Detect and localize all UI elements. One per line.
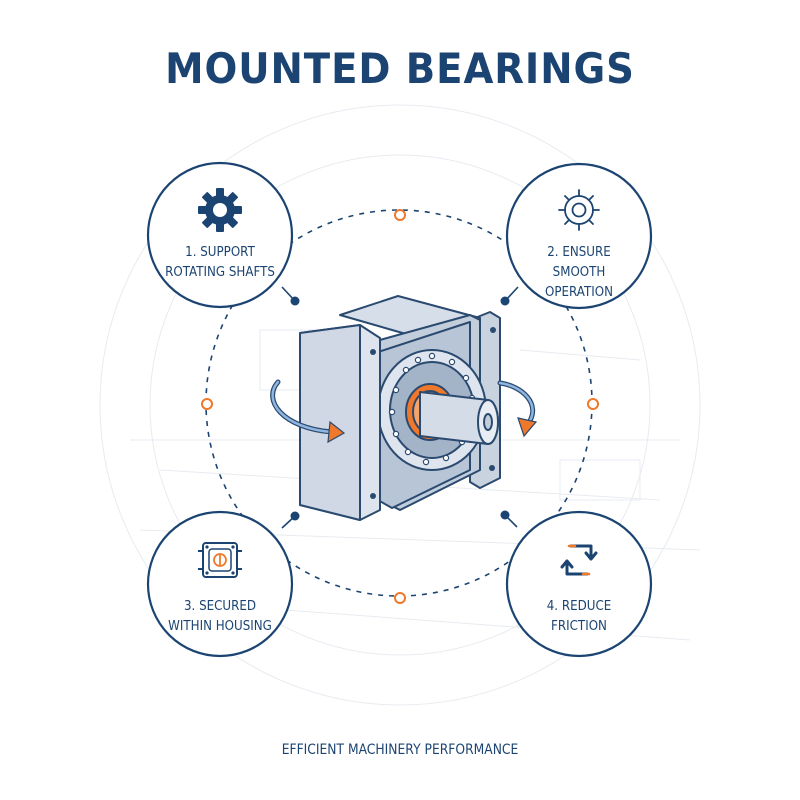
housing-icon: [198, 542, 242, 578]
step-circles: [146, 161, 653, 658]
ring-marker-right: [587, 398, 599, 410]
step-circle-4: [505, 510, 653, 658]
ring-marker-bottom: [394, 592, 406, 604]
step-circle-3: [146, 510, 294, 658]
mounted-bearing-illustration: [299, 295, 501, 521]
rotation-flow-arrows: [270, 379, 538, 444]
ring-markers: [201, 209, 599, 604]
step-4-label: 4. REDUCE FRICTION: [546, 598, 612, 634]
rotation-arrows-icon: [560, 544, 598, 576]
step-2-label: 2. ENSURE SMOOTH OPERATION: [544, 244, 614, 300]
step-circle-2: [505, 162, 653, 310]
gear-icon: [198, 188, 242, 232]
gear-outline-icon: [558, 189, 600, 231]
step-1-label: 1. SUPPORT ROTATING SHAFTS: [165, 244, 275, 280]
step-circle-1: [146, 161, 294, 309]
connector-dots: [290, 296, 510, 521]
ring-marker-left: [201, 398, 213, 410]
step-3-label: 3. SECURED WITHIN HOUSING: [168, 598, 272, 634]
footer-caption: EFFICIENT MACHINERY PERFORMANCE: [281, 742, 519, 758]
page-title: MOUNTED BEARINGS: [165, 44, 635, 93]
ring-marker-top: [394, 209, 406, 221]
